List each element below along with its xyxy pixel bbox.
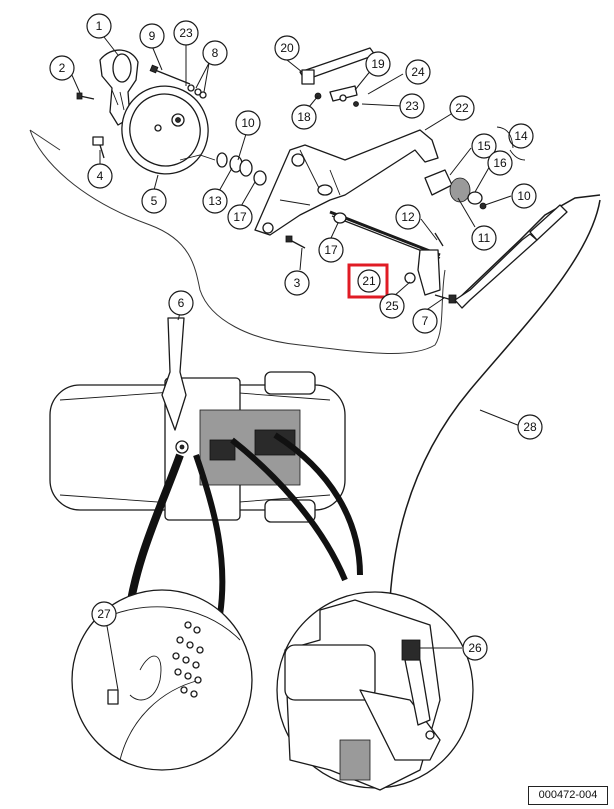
callout-3: 3: [284, 270, 310, 296]
callout-26-label: 26: [468, 641, 482, 655]
callout-28-label: 28: [523, 420, 537, 434]
callout-3-label: 3: [294, 276, 301, 290]
callout-9-label: 9: [149, 29, 156, 43]
callout-12-label: 12: [401, 210, 415, 224]
assembly-boundary: [29, 129, 446, 355]
callout-23-a-label: 23: [179, 26, 193, 40]
shift-cable-part: [389, 194, 601, 641]
detail-circle-right: [276, 591, 474, 791]
callout-7-label: 7: [422, 314, 429, 328]
callout-18-label: 18: [297, 110, 311, 124]
callout-21-label: 21: [362, 274, 376, 288]
long-screw-part: [149, 64, 191, 85]
detail-circle-left: [71, 589, 253, 771]
callout-2: 2: [49, 55, 75, 81]
shaft-21-part: [329, 210, 444, 296]
callout-25: 25: [379, 293, 405, 319]
callout-8-label: 8: [212, 46, 219, 60]
callout-11-label: 11: [478, 231, 491, 245]
callout-22: 22: [449, 95, 475, 121]
cable-bracket-part: [299, 47, 376, 107]
callout-7: 7: [412, 308, 438, 334]
callout-9: 9: [139, 23, 165, 49]
callout-17-b: 17: [318, 237, 344, 263]
callout-14-label: 14: [514, 129, 528, 143]
vehicle-top-view: [49, 317, 346, 523]
group-bracket-14: [496, 126, 526, 161]
callout-10-a: 10: [235, 110, 261, 136]
callout-11: 11: [471, 225, 497, 251]
callout-25-label: 25: [385, 299, 399, 313]
callout-2-label: 2: [59, 61, 66, 75]
callout-16-label: 16: [493, 156, 507, 170]
callout-19: 19: [365, 51, 391, 77]
callout-1-label: 1: [96, 19, 103, 33]
shift-lever-arm-part: [254, 129, 439, 236]
callout-4: 4: [87, 163, 113, 189]
bolt-4-part: [92, 136, 105, 159]
washers-8-part: [187, 84, 207, 99]
callout-17-a: 17: [227, 204, 253, 230]
callout-6: 6: [168, 290, 194, 316]
callout-22-label: 22: [455, 101, 469, 115]
callout-23-b: 23: [399, 93, 425, 119]
callout-15-label: 15: [477, 139, 491, 153]
callout-5: 5: [141, 188, 167, 214]
callout-20: 20: [274, 35, 300, 61]
callout-21-highlight: [347, 263, 389, 299]
callout-8: 8: [202, 40, 228, 66]
callout-10-b-label: 10: [517, 189, 531, 203]
callout-19-label: 19: [371, 57, 385, 71]
washers-13-part: [179, 152, 267, 186]
callout-23-a: 23: [173, 20, 199, 46]
callout-27: 27: [91, 601, 117, 627]
callout-10-b: 10: [511, 183, 537, 209]
callout-4-label: 4: [97, 169, 104, 183]
callout-17-b-label: 17: [324, 243, 338, 257]
callout-27-label: 27: [97, 607, 111, 621]
callout-24-label: 24: [411, 65, 425, 79]
callout-16: 16: [487, 150, 513, 176]
callout-24: 24: [405, 59, 431, 85]
callout-26: 26: [462, 635, 488, 661]
callout-15: 15: [471, 133, 497, 159]
callout-20-label: 20: [280, 41, 294, 55]
callout-17-a-label: 17: [233, 210, 247, 224]
callout-5-label: 5: [151, 194, 158, 208]
callout-12: 12: [395, 204, 421, 230]
reference-code-label: 000472-004: [528, 786, 608, 805]
callout-6-label: 6: [178, 296, 185, 310]
bolt-3-part: [285, 235, 306, 249]
callout-10-a-label: 10: [241, 116, 255, 130]
disc-plate-part: [121, 85, 209, 175]
callout-28: 28: [517, 414, 543, 440]
callout-13-label: 13: [208, 194, 222, 208]
bolt-2-part: [76, 92, 95, 100]
callout-14: 14: [508, 123, 534, 149]
detail-leaders: [124, 432, 363, 621]
callout-13: 13: [202, 188, 228, 214]
callout-1: 1: [86, 13, 112, 39]
callout-21[interactable]: 21: [347, 263, 389, 299]
callout-23-b-label: 23: [405, 99, 419, 113]
callout-18: 18: [291, 104, 317, 130]
vent-holes: [172, 621, 204, 698]
